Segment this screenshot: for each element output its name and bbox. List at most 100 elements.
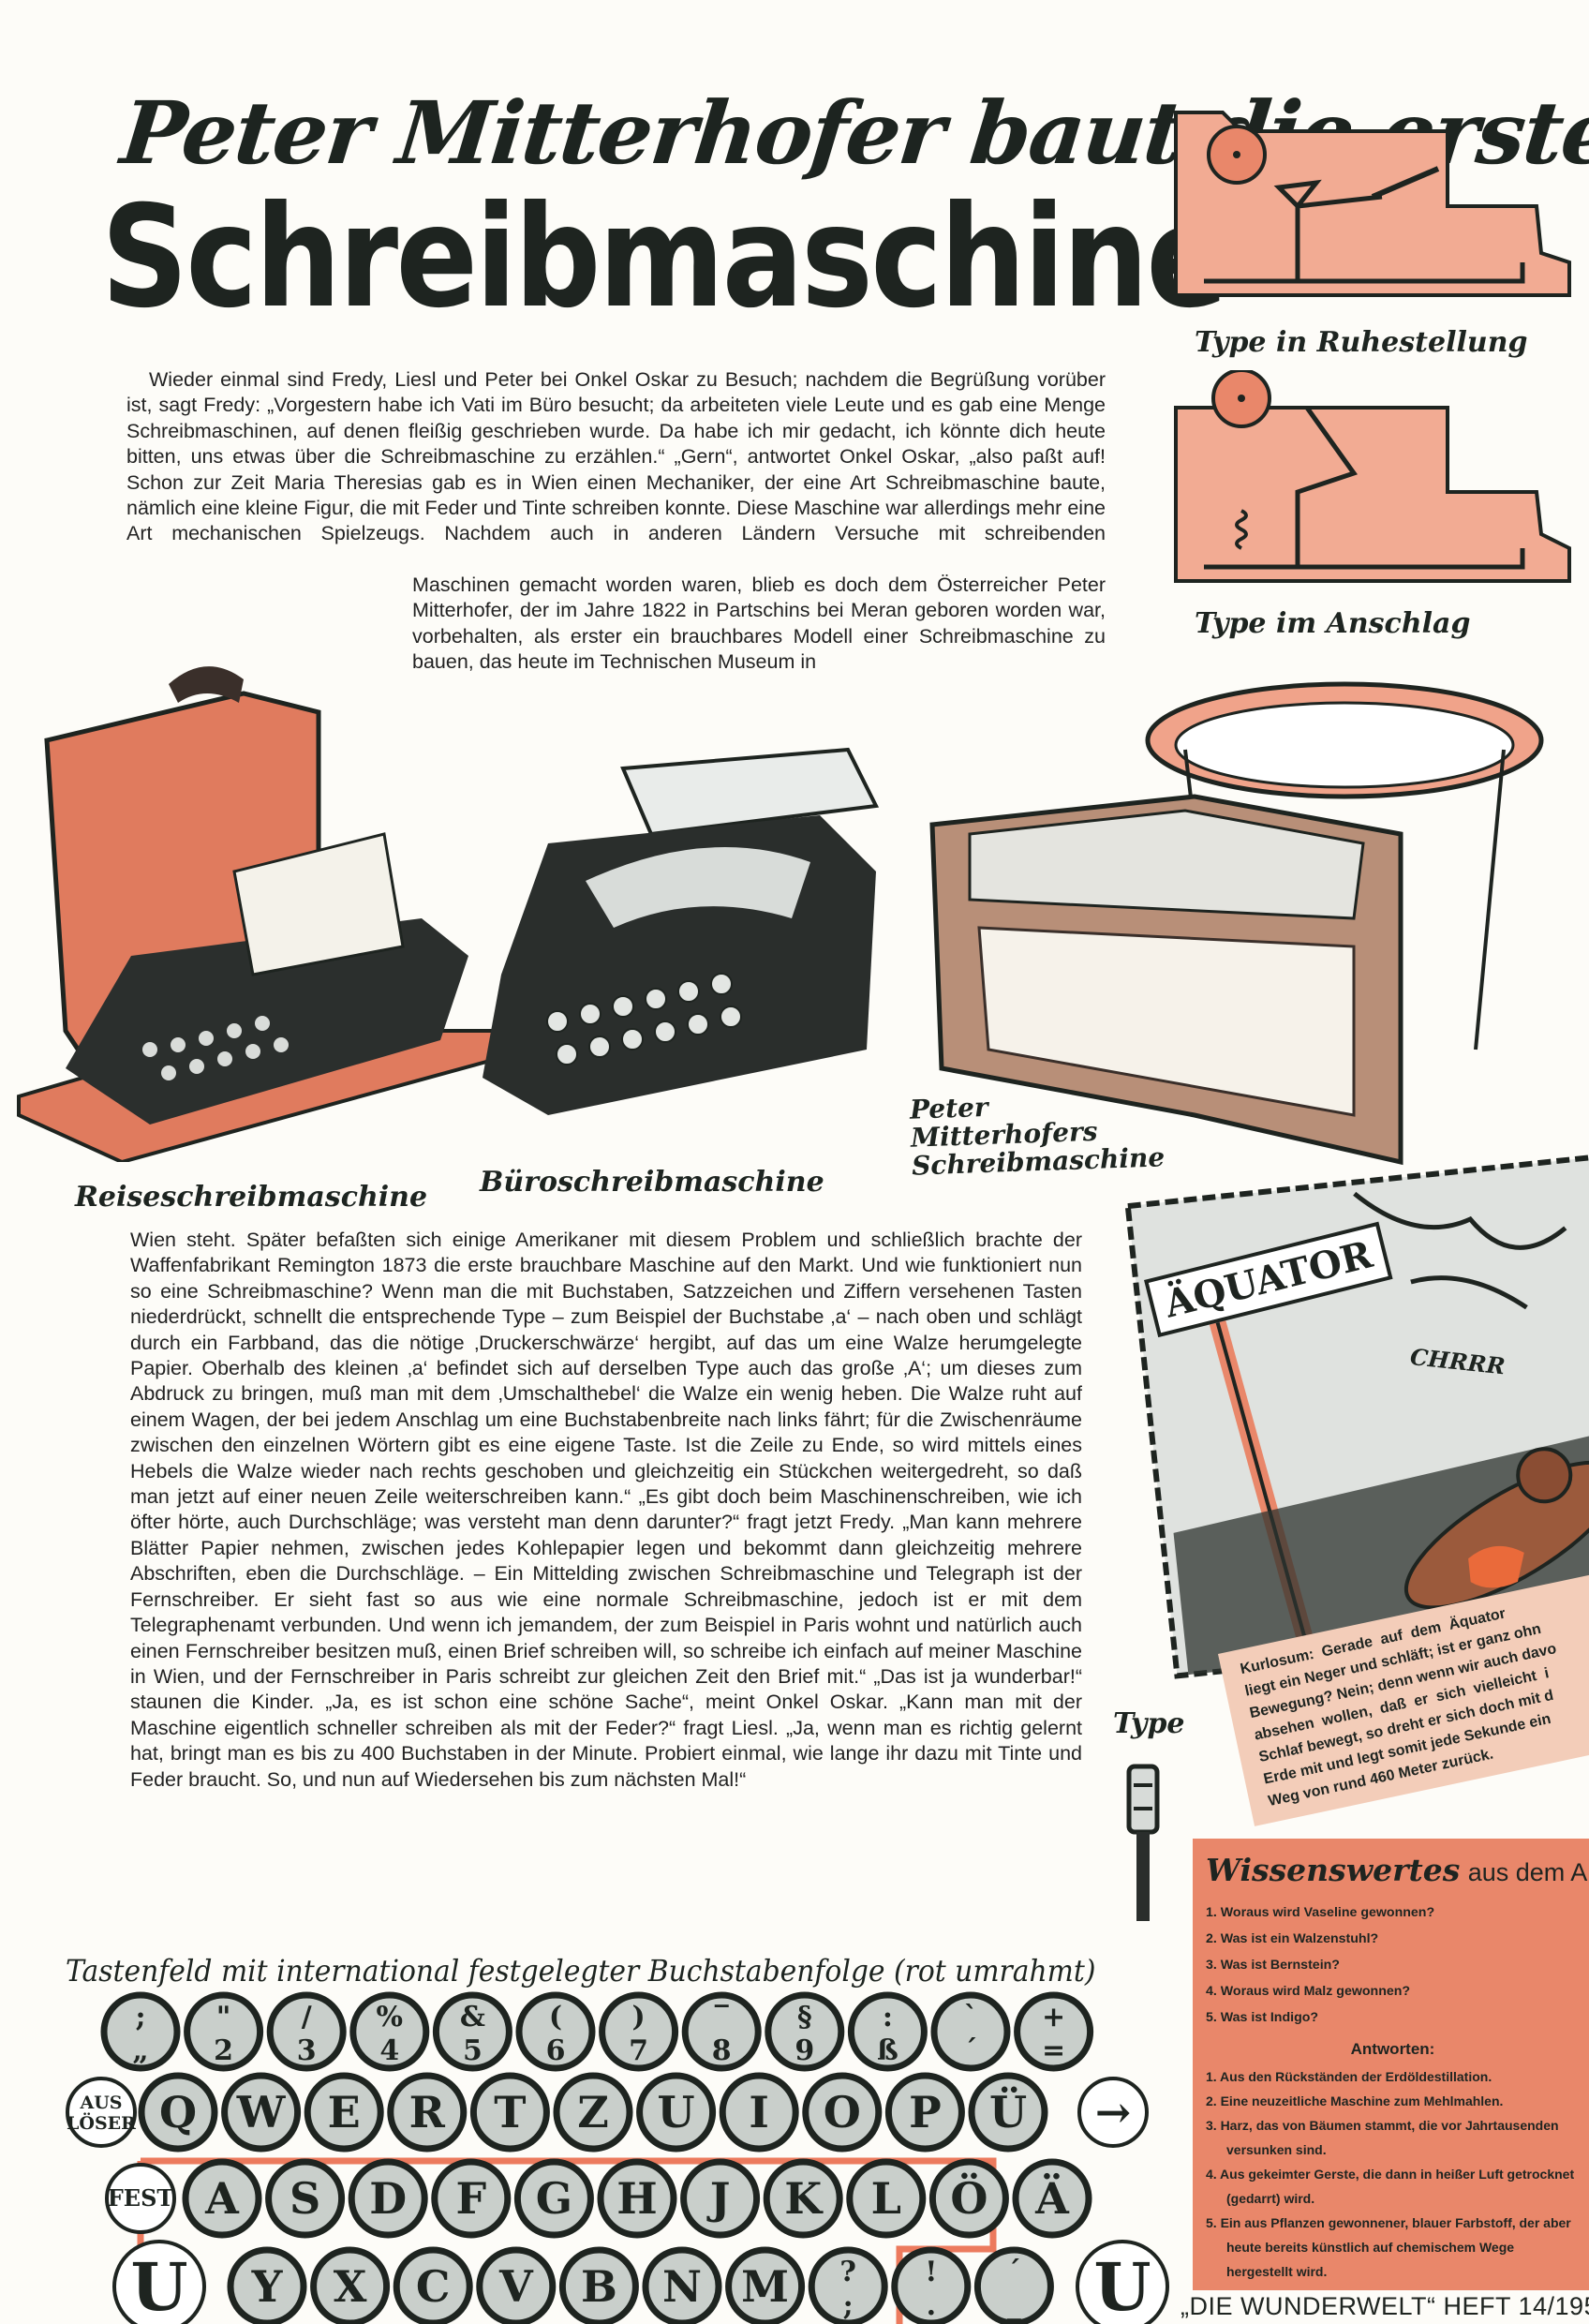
letter-key: Ä — [1012, 2158, 1092, 2239]
lock-key: FEST — [105, 2163, 176, 2234]
letter-key: T — [469, 2072, 550, 2153]
symbol-key: !. — [891, 2246, 972, 2324]
key-label: J — [706, 2173, 731, 2224]
key-label: → — [1095, 2087, 1132, 2138]
key-label: W — [236, 2087, 287, 2138]
key-label: Ü — [989, 2086, 1027, 2138]
type-caption: Type — [1113, 1707, 1185, 1740]
key-label: I — [749, 2087, 769, 2138]
letter-key: G — [513, 2158, 594, 2239]
trivia-answer: 2. Eine neuzeitliche Maschine zum Mehlma… — [1206, 2093, 1504, 2108]
key-label: 3 — [297, 2034, 317, 2067]
number-key: &5 — [432, 1991, 512, 2072]
letter-key: Y — [227, 2246, 307, 2324]
key-label: N — [662, 2261, 702, 2312]
type-rest-diagram — [1174, 111, 1571, 297]
number-key: §9 — [765, 1991, 845, 2072]
letter-key: N — [642, 2246, 722, 2324]
key-label: C — [416, 2261, 451, 2312]
letter-key: I — [719, 2072, 799, 2153]
number-key: += — [1014, 1991, 1094, 2072]
mitterhofer-typewriter-illustration — [929, 681, 1544, 1166]
key-label: B — [581, 2261, 617, 2312]
key-label: = — [1042, 2034, 1065, 2067]
tab-key: → — [1077, 2077, 1149, 2148]
magazine-footer: „DIE WUNDERWELT“ HEFT 14/1952 — [1181, 2292, 1589, 2320]
key-label: G — [536, 2173, 572, 2224]
key-label: E — [328, 2087, 361, 2138]
key-label: & — [460, 2001, 485, 2034]
trivia-heading-script: Wissenswertes — [1206, 1852, 1461, 1888]
key-label: § — [797, 2001, 812, 2034]
key-label: ; — [135, 2001, 145, 2034]
number-key: `´ — [930, 1991, 1011, 2072]
number-key: ;„ — [100, 1991, 181, 2072]
keyboard-caption: Tastenfeld mit international festgelegte… — [66, 1953, 1096, 1989]
key-label: M — [741, 2261, 789, 2312]
key-label: 2 — [214, 2034, 233, 2067]
trivia-heading: Wissenswertes aus dem ALLTAG — [1206, 1852, 1589, 1888]
type-strike-caption: Type im Anschlag — [1195, 607, 1471, 640]
typebar-icon — [1126, 1764, 1160, 1921]
key-label: Y — [251, 2261, 284, 2312]
key-label: ß — [877, 2034, 898, 2067]
trivia-answer: 3. Harz, das von Bäumen stammt, die vor … — [1206, 2118, 1559, 2157]
trivia-heading-rest: aus dem ALLTAG — [1467, 1858, 1589, 1886]
letter-key: W — [221, 2072, 302, 2153]
letter-key: C — [393, 2246, 473, 2324]
trivia-question: 1. Woraus wird Vaseline gewonnen? — [1206, 1905, 1435, 1920]
trivia-answer: 5. Ein aus Pflanzen gewonnener, blauer F… — [1206, 2215, 1571, 2279]
key-label: ) — [631, 2001, 645, 2034]
symbol-key: ´_ — [973, 2246, 1054, 2324]
key-label: S — [290, 2173, 320, 2224]
key-label: H — [616, 2173, 657, 2224]
shift-key: U — [1076, 2240, 1169, 2324]
letter-key: Ö — [928, 2158, 1009, 2239]
trivia-answer: 1. Aus den Rückständen der Erdöldestilla… — [1206, 2069, 1492, 2084]
intro-paragraph-continued: Maschinen gemacht worden waren, blieb es… — [412, 574, 1106, 674]
key-label: ( — [549, 2001, 562, 2034]
key-label: O — [824, 2087, 861, 2138]
key-label: LÖSER — [67, 2112, 136, 2134]
letter-key: F — [431, 2158, 512, 2239]
key-label: T — [494, 2087, 526, 2138]
key-label: FEST — [108, 2184, 174, 2212]
key-label: Ä — [1034, 2172, 1070, 2224]
key-label: U — [1093, 2248, 1151, 2324]
key-label: X — [334, 2261, 367, 2312]
key-label: 5 — [463, 2034, 483, 2067]
letter-key: B — [558, 2246, 639, 2324]
travel-typewriter-illustration — [17, 666, 498, 1162]
number-key: :ß — [847, 1991, 928, 2072]
key-label: P — [909, 2087, 942, 2138]
key-label: : — [883, 2001, 893, 2034]
key-label: % — [377, 2001, 404, 2034]
letter-key: J — [680, 2158, 761, 2239]
key-label: ´ — [1007, 2256, 1021, 2288]
key-label: U — [130, 2248, 187, 2324]
key-label: ´ — [964, 2034, 978, 2067]
letter-key: K — [763, 2158, 843, 2239]
letter-key: S — [265, 2158, 346, 2239]
key-label: 8 — [712, 2034, 732, 2067]
key-label: . — [927, 2289, 936, 2322]
letter-key: M — [725, 2246, 806, 2324]
key-label: ` — [964, 2001, 978, 2034]
letter-key: Z — [553, 2072, 633, 2153]
key-label: A — [204, 2173, 240, 2224]
key-label: D — [369, 2173, 407, 2224]
key-label: L — [871, 2173, 901, 2224]
key-label: Q — [159, 2087, 197, 2138]
key-label: U — [658, 2087, 695, 2138]
number-key: (6 — [515, 1991, 596, 2072]
key-label: / — [302, 2001, 312, 2034]
trivia-questions: 1. Woraus wird Vaseline gewonnen? 2. Was… — [1206, 1899, 1580, 2031]
key-label: _ — [1007, 2289, 1021, 2322]
key-label: 9 — [794, 2034, 814, 2067]
mitterhofer-caption-line: Schreibmaschine — [911, 1141, 1166, 1182]
letter-key: E — [304, 2072, 384, 2153]
key-label: Z — [577, 2087, 609, 2138]
key-label: „ — [132, 2034, 148, 2067]
page-title: Schreibmaschine — [101, 176, 1228, 339]
